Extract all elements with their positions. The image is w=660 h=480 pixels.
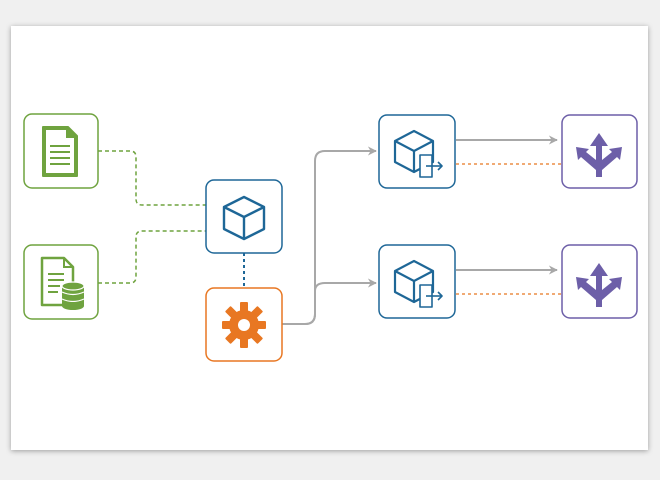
gear-icon: [222, 302, 266, 348]
connector-gear-to-export-bottom: [282, 278, 377, 325]
cube-icon: [222, 195, 266, 241]
document-database-icon: [40, 256, 85, 310]
split-arrows-icon: [576, 133, 622, 177]
node-process-step[interactable]: [205, 287, 283, 362]
node-destination-bottom[interactable]: [561, 244, 638, 319]
split-arrows-icon: [576, 263, 622, 307]
node-document-source[interactable]: [23, 113, 99, 189]
cube-export-icon: [393, 259, 443, 308]
document-icon: [42, 126, 78, 177]
node-database-source[interactable]: [23, 244, 99, 320]
node-central-object[interactable]: [205, 179, 283, 254]
diagram-card: [11, 26, 648, 450]
node-export-object-top[interactable]: [378, 114, 456, 189]
node-destination-top[interactable]: [561, 114, 638, 189]
connector-gear-to-export-top: [282, 146, 377, 325]
connector-database-to-cube: [98, 230, 206, 284]
cube-export-icon: [393, 129, 443, 178]
node-export-object-bottom[interactable]: [378, 244, 456, 319]
connector-document-to-cube: [98, 150, 206, 206]
connectors: [98, 135, 562, 325]
